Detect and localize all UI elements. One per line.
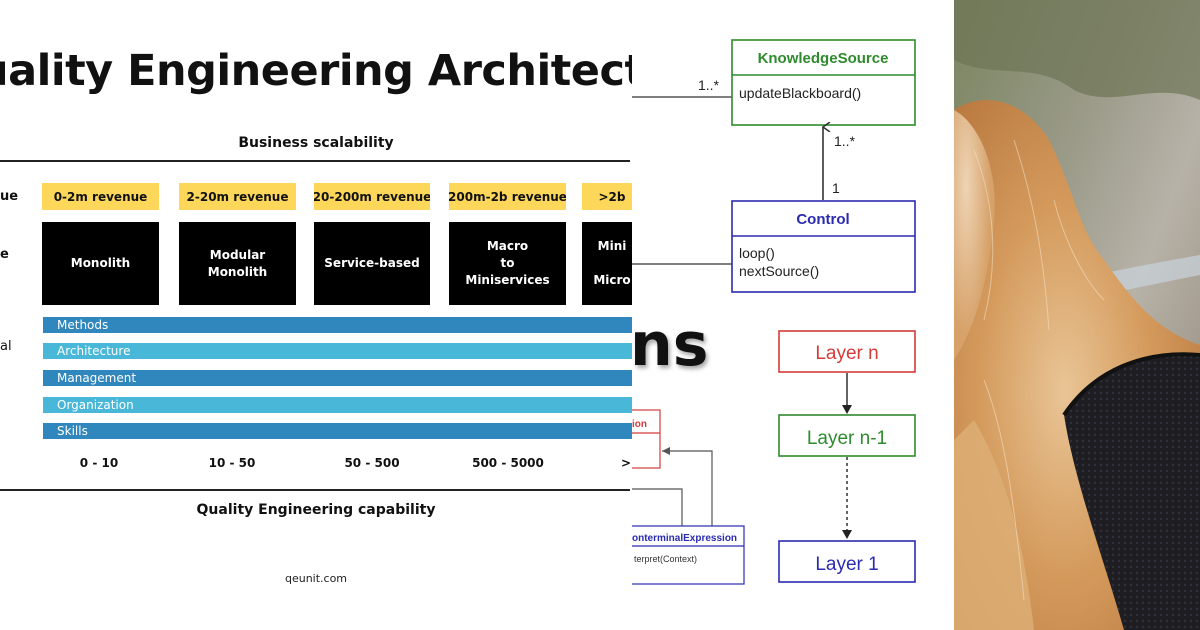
row-label-capability: al — [0, 339, 12, 354]
dog-fur-photo — [954, 0, 1200, 630]
architecture-box-miniservices: Macro to Miniservices — [449, 222, 566, 305]
fragment-connector-a-head — [662, 447, 670, 455]
knowledge-source-class: KnowledgeSource updateBlackboard() — [731, 39, 916, 126]
uml-diagram: 1..* KnowledgeSource updateBlackboard() … — [632, 39, 916, 585]
capability-bar-management: Management — [43, 370, 632, 386]
multiplicity-left: 1..* — [698, 77, 720, 93]
business-scalability-label: Business scalability — [238, 135, 394, 151]
scale-label-1: 10 - 50 — [208, 456, 256, 470]
site-label: qeunit.com — [284, 572, 348, 585]
layer-n-1-label: Layer n-1 — [807, 428, 887, 449]
revenue-box-3: 200m-2b revenue — [449, 183, 566, 210]
multiplicity-lower: 1 — [832, 180, 840, 196]
fragment-top-label: ion — [632, 419, 647, 430]
fragment-class-method: terpret(Context) — [634, 554, 697, 564]
scale-label-3: 500 - 5000 — [472, 456, 544, 470]
fragment-connector-a — [662, 450, 713, 528]
revenue-box-1: 2-20m revenue — [179, 183, 296, 210]
knowledge-source-name: KnowledgeSource — [758, 50, 889, 67]
layer-dotted-arrowhead — [842, 530, 852, 539]
row-label-revenue: ue — [0, 189, 19, 204]
layer-1-box: Layer 1 — [778, 540, 916, 583]
capability-bar-skills: Skills — [43, 423, 632, 439]
architecture-box-microservices: Mini Micro — [582, 222, 632, 305]
layer-n-arrowhead — [842, 405, 852, 414]
capability-bar-organization: Organization — [43, 397, 632, 413]
knowledge-source-method: updateBlackboard() — [739, 85, 861, 101]
control-method-next-source: nextSource() — [739, 263, 819, 279]
layer-1-label: Layer 1 — [815, 554, 878, 575]
capability-bar-methods: Methods — [43, 317, 632, 333]
row-label-architecture: e — [0, 247, 9, 262]
architecture-box-monolith: Monolith — [42, 222, 159, 305]
scale-label-4: > — [620, 456, 632, 470]
quality-engineering-slide: uality Engineering Architecture Business… — [0, 46, 632, 585]
capability-bar-architecture: Architecture — [43, 343, 632, 359]
scale-label-2: 50 - 500 — [344, 456, 400, 470]
slide-title: uality Engineering Architecture — [0, 46, 632, 96]
revenue-box-4: >2b — [582, 183, 632, 210]
control-method-loop: loop() — [739, 245, 775, 261]
fragment-class-bottom: onterminalExpression terpret(Context) — [632, 525, 745, 585]
revenue-box-0: 0-2m revenue — [42, 183, 159, 210]
fragment-class-name: onterminalExpression — [632, 533, 737, 544]
control-name: Control — [796, 211, 849, 228]
architecture-box-service-based: Service-based — [314, 222, 430, 305]
control-class: Control loop() nextSource() — [731, 200, 916, 293]
fragment-class-top: ion — [632, 409, 661, 469]
qe-capability-label: Quality Engineering capability — [196, 502, 436, 518]
layer-n-1-box: Layer n-1 — [778, 414, 916, 457]
revenue-box-2: 20-200m revenue — [314, 183, 430, 210]
multiplicity-upper: 1..* — [834, 133, 856, 149]
photo-illustration — [954, 0, 1200, 630]
scale-label-0: 0 - 10 — [79, 456, 119, 470]
uml-diagram-panel: 1..* KnowledgeSource updateBlackboard() … — [632, 0, 954, 630]
architecture-box-modular-monolith: Modular Monolith — [179, 222, 296, 305]
fragment-connector-b — [632, 488, 683, 528]
big-partial-heading: ns — [632, 310, 708, 380]
bottom-axis-line — [0, 489, 630, 491]
layer-n-box: Layer n — [778, 330, 916, 373]
layer-n-label: Layer n — [815, 343, 878, 364]
top-axis-line — [0, 160, 630, 162]
